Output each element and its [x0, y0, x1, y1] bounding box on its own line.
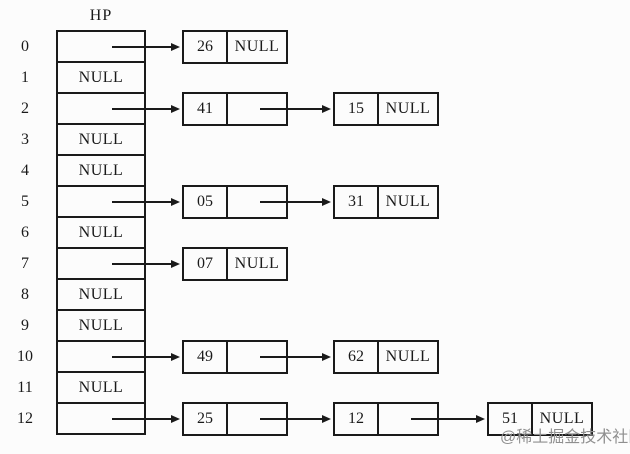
bucket-index-0: 0 — [21, 38, 29, 55]
node-value: 62 — [335, 342, 379, 372]
bucket-index-8: 8 — [21, 286, 29, 303]
node-value: 05 — [184, 187, 228, 217]
bucket-index-10: 10 — [17, 348, 33, 365]
bucket-index-12: 12 — [17, 410, 33, 427]
node-12-next-pointer-arrowhead-icon — [476, 415, 485, 423]
bucket-index-9: 9 — [21, 317, 29, 334]
node-value: 25 — [184, 404, 228, 434]
array-slot-6: NULL — [56, 216, 146, 249]
array-slot-9: NULL — [56, 309, 146, 342]
array-slot-1: NULL — [56, 61, 146, 94]
node-05-next-pointer-arrowhead-icon — [322, 198, 331, 206]
list-node-51: 51 NULL — [487, 402, 593, 436]
node-41-next-pointer-arrowhead-icon — [322, 105, 331, 113]
array-slot-11: NULL — [56, 371, 146, 404]
slot-10-pointer-arrowhead-icon — [171, 353, 180, 361]
list-node-07: 07 NULL — [182, 247, 288, 281]
slot-12-pointer-line — [112, 418, 173, 420]
node-25-next-pointer-arrowhead-icon — [322, 415, 331, 423]
array-slot-3: NULL — [56, 123, 146, 156]
slot-7-pointer-line — [112, 263, 173, 265]
node-value: 07 — [184, 249, 228, 279]
node-41-next-pointer-line — [260, 108, 324, 110]
slot-2-pointer-arrowhead-icon — [171, 105, 180, 113]
node-value: 51 — [489, 404, 533, 434]
node-25-next-pointer-line — [260, 418, 324, 420]
list-node-05: 05 — [182, 185, 288, 219]
bucket-index-3: 3 — [21, 131, 29, 148]
bucket-index-11: 11 — [17, 379, 33, 396]
node-49-next-pointer-arrowhead-icon — [322, 353, 331, 361]
node-05-next-pointer-line — [260, 201, 324, 203]
node-next-null: NULL — [385, 193, 431, 210]
array-slot-4: NULL — [56, 154, 146, 187]
slot-0-pointer-line — [112, 46, 173, 48]
slot-7-pointer-arrowhead-icon — [171, 260, 180, 268]
bucket-index-7: 7 — [21, 255, 29, 272]
node-value: 31 — [335, 187, 379, 217]
list-node-26: 26 NULL — [182, 30, 288, 64]
list-node-49: 49 — [182, 340, 288, 374]
node-next-null: NULL — [234, 38, 280, 55]
list-node-62: 62 NULL — [333, 340, 439, 374]
node-next-null: NULL — [385, 100, 431, 117]
node-value: 26 — [184, 32, 228, 62]
list-node-41: 41 — [182, 92, 288, 126]
node-12-next-pointer-line — [411, 418, 478, 420]
watermark: @稀土掘金技术社区 — [500, 429, 630, 446]
array-slot-8: NULL — [56, 278, 146, 311]
bucket-index-5: 5 — [21, 193, 29, 210]
slot-2-pointer-line — [112, 108, 173, 110]
node-value: 15 — [335, 94, 379, 124]
slot-5-pointer-arrowhead-icon — [171, 198, 180, 206]
bucket-index-4: 4 — [21, 162, 29, 179]
node-next-null: NULL — [234, 255, 280, 272]
slot-5-pointer-line — [112, 201, 173, 203]
node-49-next-pointer-line — [260, 356, 324, 358]
node-next-null: NULL — [385, 348, 431, 365]
list-node-31: 31 NULL — [333, 185, 439, 219]
bucket-index-6: 6 — [21, 224, 29, 241]
slot-10-pointer-line — [112, 356, 173, 358]
node-next-null: NULL — [539, 410, 585, 427]
slot-0-pointer-arrowhead-icon — [171, 43, 180, 51]
node-value: 49 — [184, 342, 228, 372]
bucket-index-1: 1 — [21, 69, 29, 86]
slot-12-pointer-arrowhead-icon — [171, 415, 180, 423]
node-value: 41 — [184, 94, 228, 124]
array-title: HP — [89, 7, 113, 24]
bucket-index-2: 2 — [21, 100, 29, 117]
list-node-15: 15 NULL — [333, 92, 439, 126]
node-value: 12 — [335, 404, 379, 434]
